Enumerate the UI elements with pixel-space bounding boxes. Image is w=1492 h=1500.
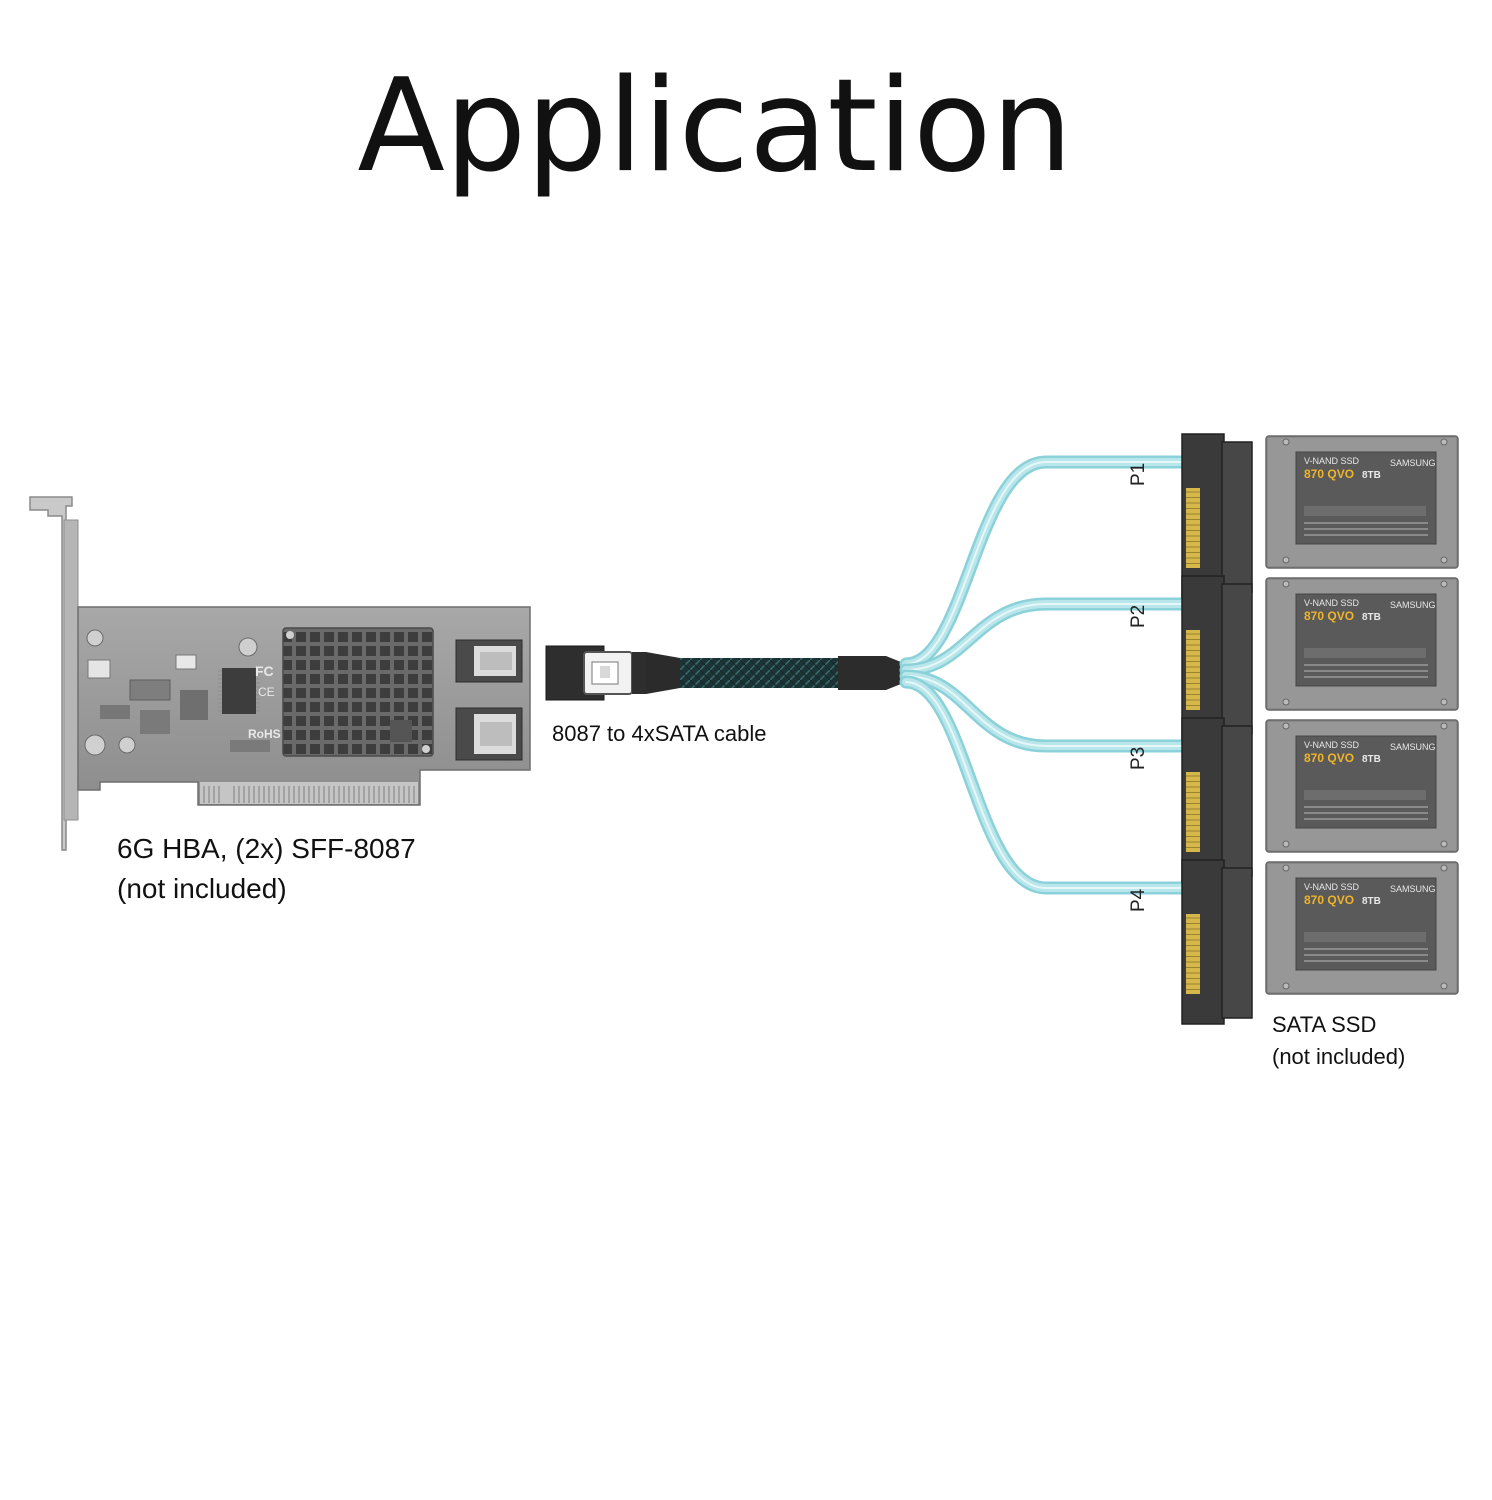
ssd-2: V-NAND SSD SAMSUNG 870 QVO 8TB [1265, 577, 1459, 711]
ssd-model: 870 QVO [1304, 893, 1354, 907]
sata-connector-p2 [1181, 575, 1253, 741]
rohs-mark: RoHS [248, 727, 281, 741]
hba-label-line1: 6G HBA, (2x) SFF-8087 [117, 833, 416, 864]
port-label-p3: P3 [1128, 747, 1149, 770]
wire-p4 [899, 675, 1189, 895]
ssd-4: V-NAND SSD SAMSUNG 870 QVO 8TB [1265, 861, 1459, 995]
fc-mark: FC [255, 663, 274, 679]
sff8087-port-2 [455, 707, 523, 761]
port-label-p4: P4 [1128, 888, 1149, 912]
wire-p3 [899, 669, 1189, 753]
hba-card: FC CE RoHS [29, 496, 531, 851]
sata-connector-p3 [1181, 717, 1253, 883]
fanout-wires [899, 455, 1189, 895]
ssd-capacity: 8TB [1362, 612, 1381, 623]
sata-connector-p4 [1181, 859, 1253, 1025]
ssd-brand: SAMSUNG [1390, 884, 1436, 894]
ssd-capacity: 8TB [1362, 896, 1381, 907]
ssd-model: 870 QVO [1304, 467, 1354, 481]
sata-connector-p1 [1181, 433, 1253, 599]
cable-label: 8087 to 4xSATA cable [552, 721, 766, 746]
sff8087-port-1 [455, 639, 523, 683]
ssd-model: 870 QVO [1304, 751, 1354, 765]
sff8087-plug [545, 645, 680, 701]
port-label-p1: P1 [1128, 463, 1149, 486]
ssd-model: 870 QVO [1304, 609, 1354, 623]
wire-p1 [899, 455, 1189, 671]
ce-mark: CE [258, 685, 275, 699]
ssd-small-print: V-NAND SSD [1304, 598, 1360, 608]
ssd-brand: SAMSUNG [1390, 742, 1436, 752]
ssd-3: V-NAND SSD SAMSUNG 870 QVO 8TB [1265, 719, 1459, 853]
ssd-1: V-NAND SSD SAMSUNG 870 QVO 8TB [1265, 435, 1459, 569]
ssd-small-print: V-NAND SSD [1304, 456, 1360, 466]
ssd-capacity: 8TB [1362, 754, 1381, 765]
sata-breakout-cable [545, 455, 1189, 895]
port-label-p2: P2 [1128, 605, 1149, 628]
ssd-label-line2: (not included) [1272, 1044, 1405, 1069]
page-title: Application [357, 52, 1073, 201]
pcie-edge-connector [200, 782, 418, 804]
ssd-label-line1: SATA SSD [1272, 1012, 1376, 1037]
ssd-brand: SAMSUNG [1390, 458, 1436, 468]
ssd-capacity: 8TB [1362, 470, 1381, 481]
wire-p2 [899, 597, 1189, 677]
ssd-brand: SAMSUNG [1390, 600, 1436, 610]
hba-label-line2: (not included) [117, 873, 287, 904]
cable-trunk [680, 658, 840, 688]
breakout-sleeve [838, 656, 906, 690]
ssd-small-print: V-NAND SSD [1304, 740, 1360, 750]
ssd-small-print: V-NAND SSD [1304, 882, 1360, 892]
